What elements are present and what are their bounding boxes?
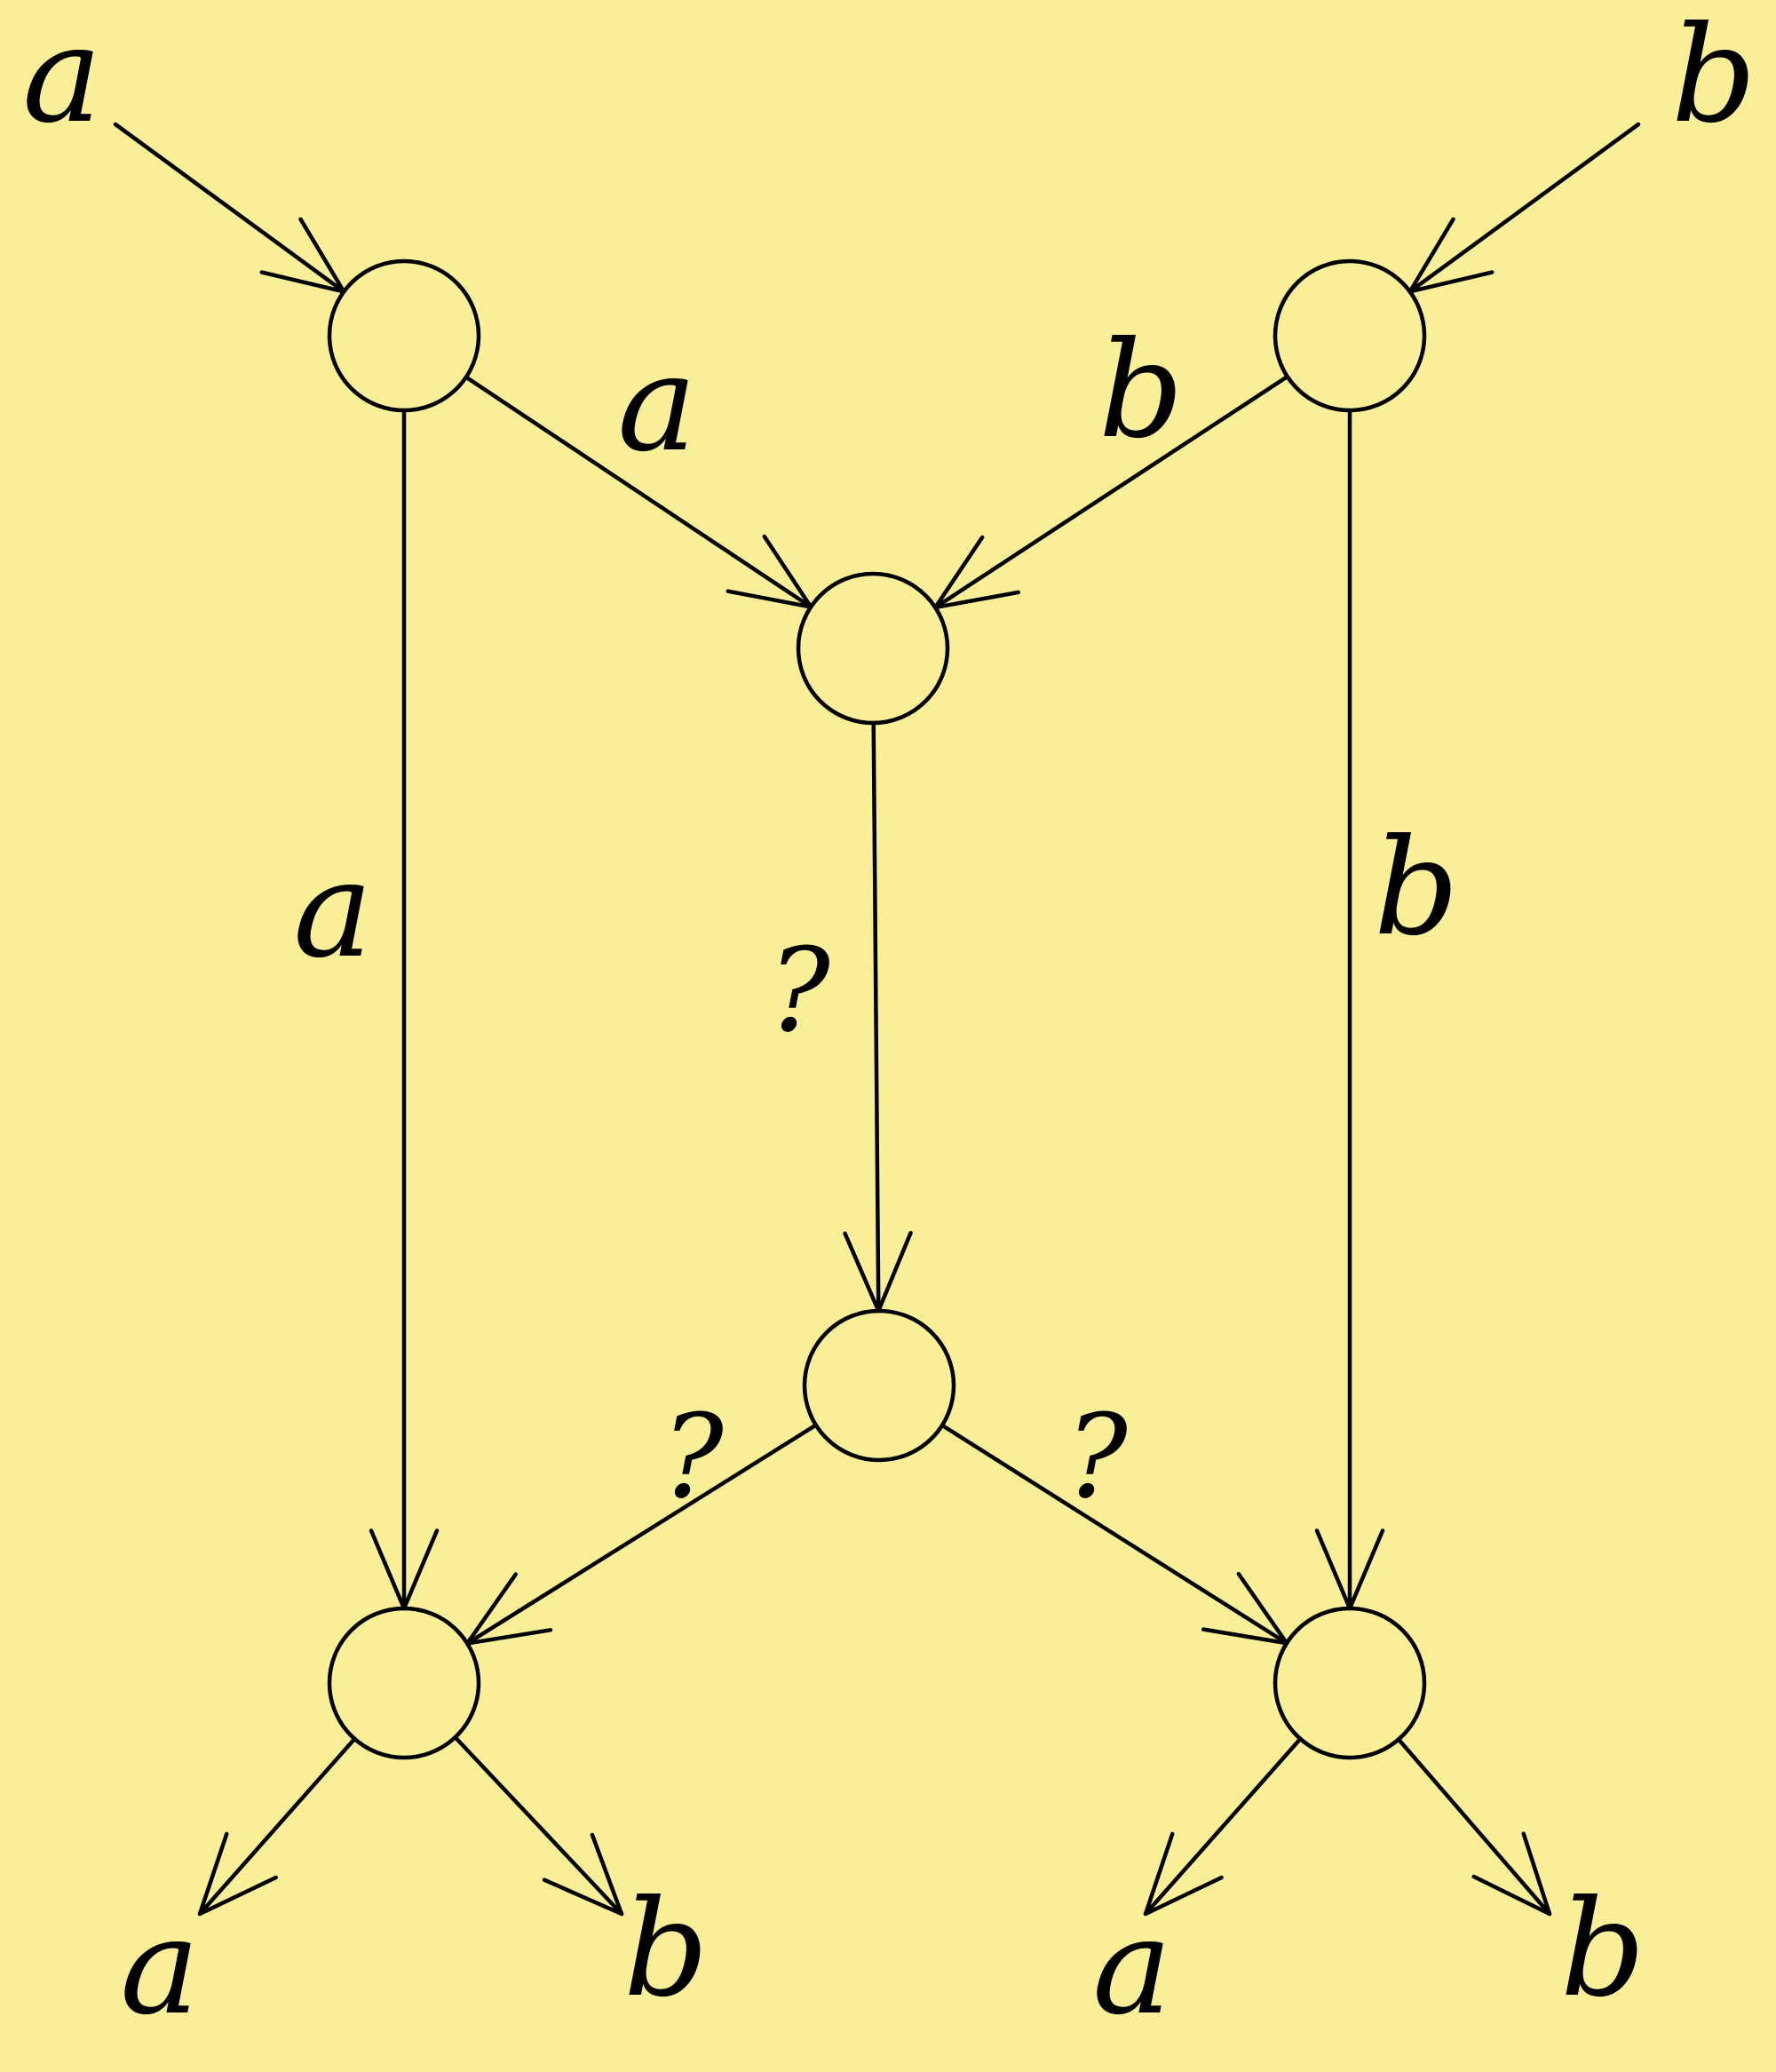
edge-line: [1407, 122, 1641, 294]
edge-n5-output-a-left: [197, 1736, 357, 1917]
node-top-left: [327, 258, 481, 413]
node-bottom-right: [1273, 1606, 1427, 1760]
edge-line: [464, 1423, 819, 1646]
arrowhead: [542, 1832, 624, 1917]
node-bottom-left: [327, 1606, 481, 1760]
edge-n5-output-b-left: [453, 1735, 624, 1917]
edge-label-n4-n5: ?: [662, 1389, 724, 1524]
edge-n6-output-b-right: [1396, 1737, 1552, 1917]
output-right-label-b: b: [1559, 1872, 1646, 2027]
arrowhead: [1471, 1831, 1552, 1917]
edge-line: [933, 374, 1289, 610]
edge-label-n1-n3: a: [617, 327, 697, 481]
edge-label-n1-n5: a: [293, 833, 373, 988]
edge-line: [453, 1735, 624, 1917]
edge-label-n2-n6: b: [1373, 811, 1460, 965]
input-label-b: b: [1670, 0, 1757, 153]
output-right-label-a: a: [1092, 1890, 1172, 2044]
node-top-right: [1273, 258, 1427, 413]
edge-line: [1143, 1736, 1303, 1917]
edge-line: [871, 720, 881, 1314]
edge-line: [197, 1736, 357, 1917]
edge-label-n4-n6: ?: [1066, 1389, 1128, 1524]
arrowhead: [1143, 1831, 1224, 1917]
output-left-label-b: b: [622, 1872, 710, 2027]
edge-line: [113, 122, 346, 294]
arrowhead: [197, 1831, 278, 1917]
edge-line: [464, 375, 813, 609]
input-label-a: a: [22, 0, 102, 153]
edge-line: [1396, 1737, 1552, 1917]
edge-label-n2-n3: b: [1098, 314, 1185, 468]
node-lower-center: [802, 1308, 956, 1463]
output-left-label-a: a: [120, 1890, 200, 2044]
edge-line: [940, 1423, 1289, 1646]
edge-label-n3-n4: ?: [768, 923, 830, 1058]
node-upper-center: [796, 571, 950, 726]
edge-n6-output-a-right: [1143, 1736, 1303, 1917]
